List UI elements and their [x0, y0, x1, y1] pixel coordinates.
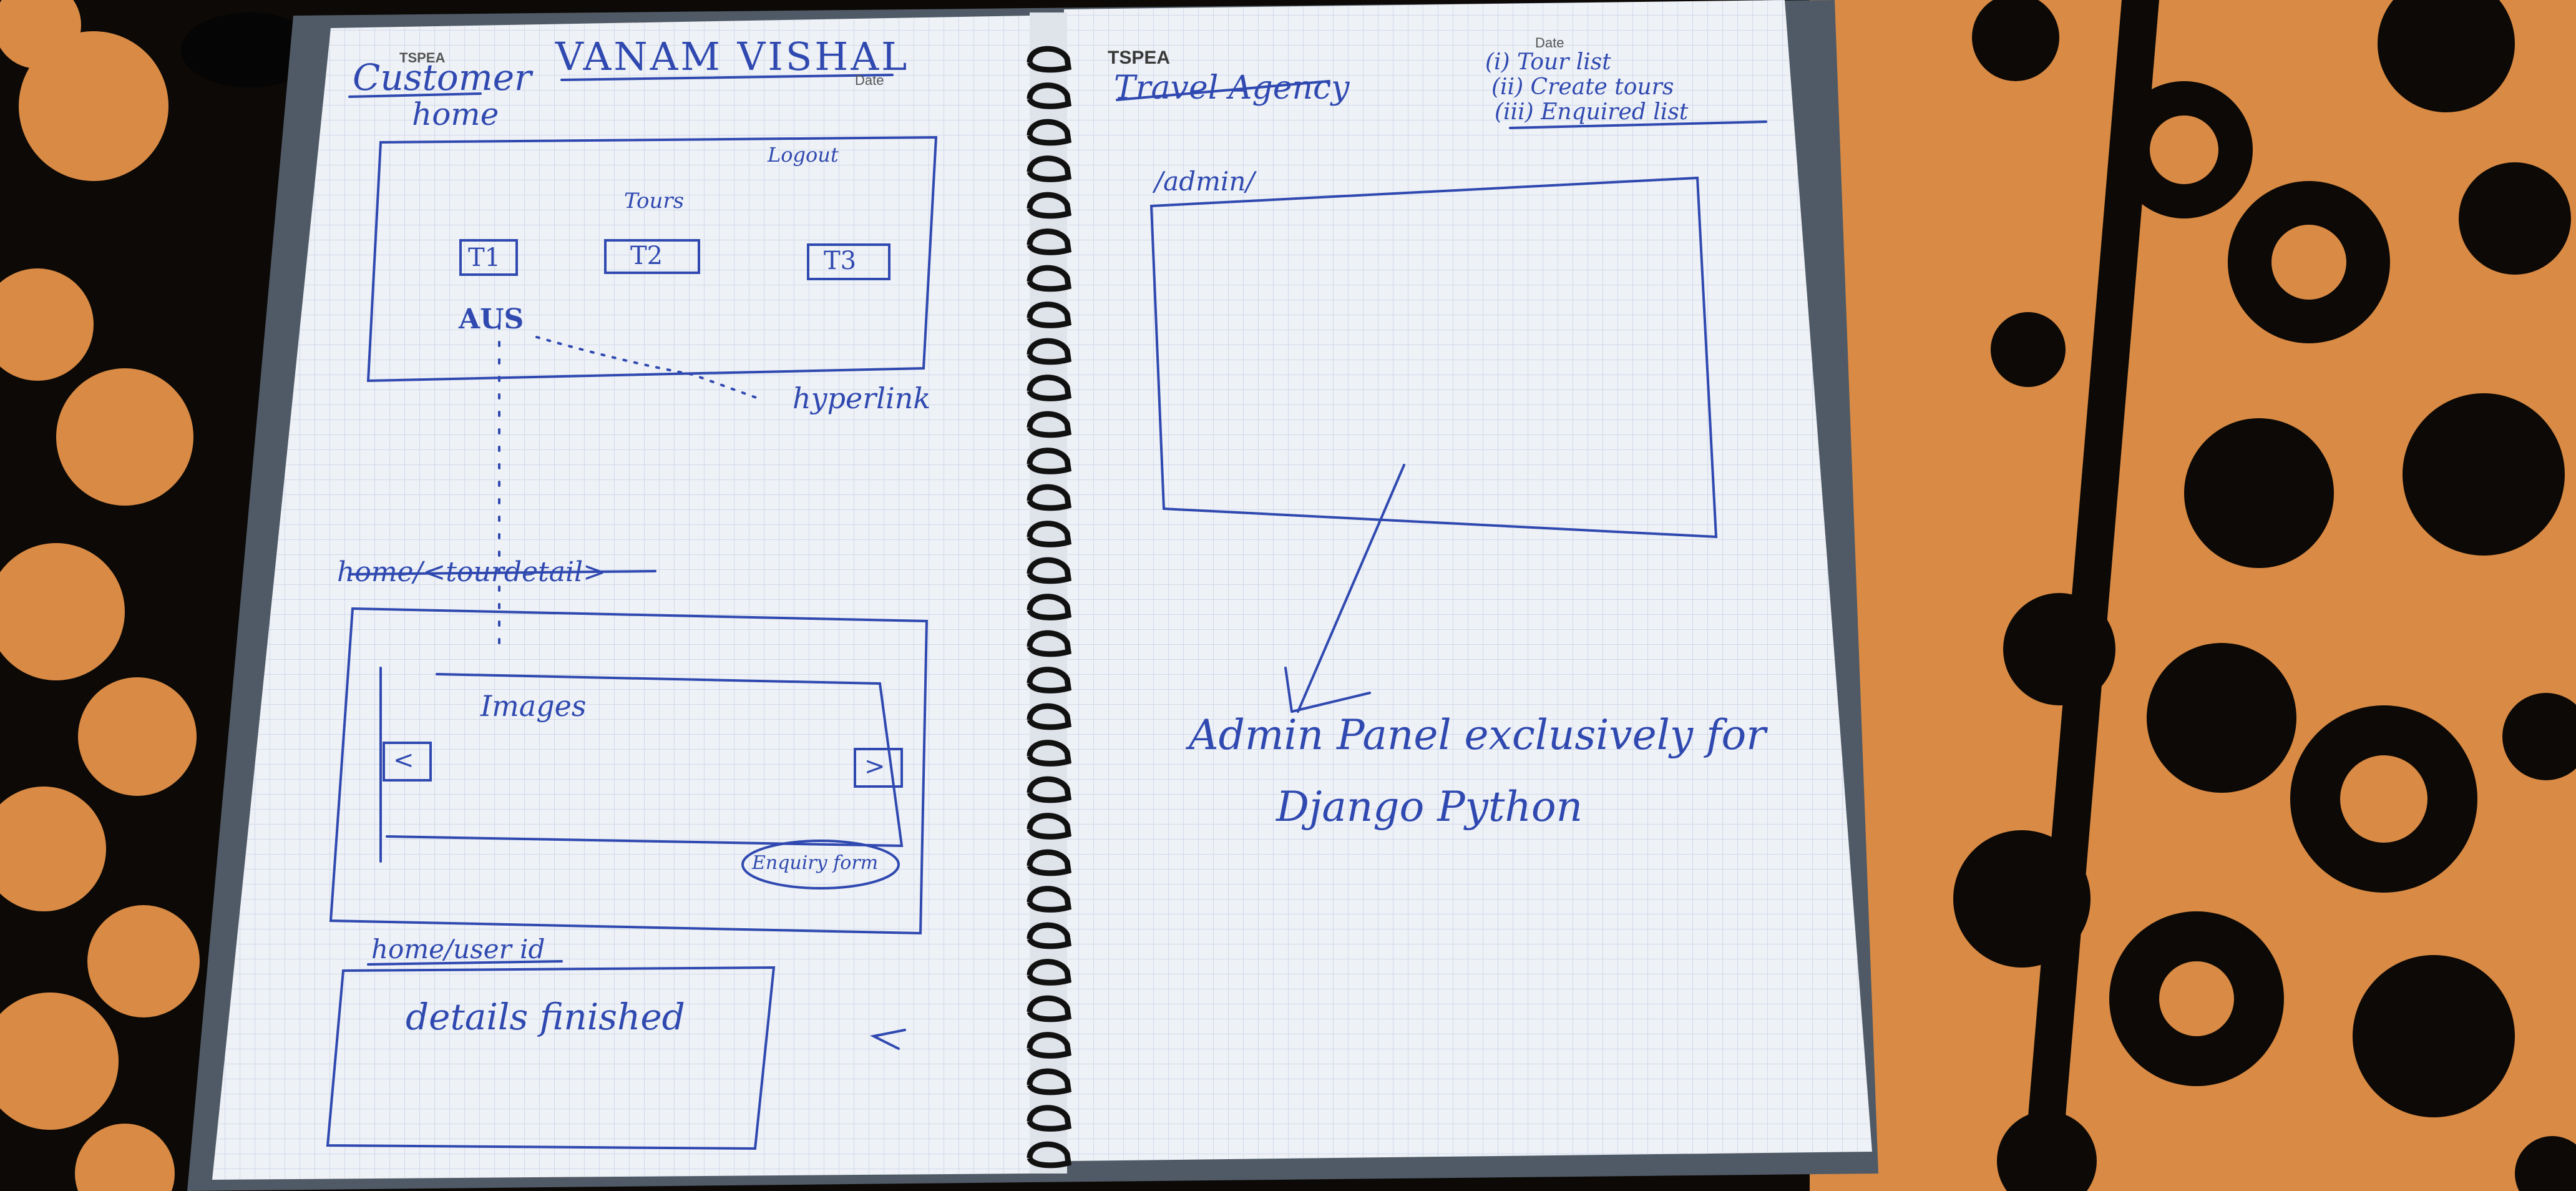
spiral-ring — [1027, 703, 1072, 730]
detail-wireframe — [329, 607, 929, 935]
spiral-ring — [1027, 82, 1072, 109]
spiral-ring — [1027, 922, 1072, 949]
binder-clip — [181, 12, 318, 87]
spiral-ring — [1027, 959, 1072, 986]
travel-agency-title: Travel Agency — [1114, 69, 1350, 107]
admin-note-line2: Django Python — [1276, 783, 1583, 831]
tour-box-2 — [604, 239, 700, 274]
home-wireframe — [366, 135, 938, 383]
spiral-ring — [1027, 1032, 1072, 1059]
user-route: home/user id — [371, 934, 545, 964]
spiral-ring — [1027, 192, 1072, 219]
tours-label: Tours — [624, 189, 685, 213]
spiral-ring — [1027, 1105, 1072, 1132]
spiral-ring — [1027, 119, 1072, 146]
prev-box — [383, 742, 432, 782]
menu-item-create-tours: (ii) Create tours — [1491, 74, 1674, 100]
tour-box-3-label: T3 — [824, 247, 857, 275]
spiral-ring — [1027, 155, 1072, 182]
menu-item-tour-list: (i) Tour list — [1485, 49, 1611, 75]
admin-route: /admin/ — [1154, 166, 1255, 197]
spiral-ring — [1027, 1068, 1072, 1095]
left-date-print: Date — [855, 72, 884, 88]
spiral-binding — [1027, 46, 1072, 1169]
next-arrow: > — [864, 752, 886, 781]
left-sketches — [326, 74, 938, 1150]
customer-heading: Customer — [353, 56, 532, 99]
spiral-ring — [1027, 557, 1072, 584]
left-header-print: TSPEA — [399, 50, 446, 66]
spiral-ring — [1027, 776, 1072, 803]
detail-route: home/<tourdetail> — [337, 556, 606, 588]
right-date-print: Date — [1535, 35, 1564, 51]
next-box — [854, 748, 903, 788]
prev-arrow: < — [393, 746, 414, 775]
admin-note-line1: Admin Panel exclusively for — [1189, 711, 1766, 759]
admin-wireframe — [1149, 176, 1718, 539]
hyperlink-note: hyperlink — [793, 381, 931, 415]
aus-label: AUS — [459, 303, 524, 335]
images-label: Images — [481, 689, 587, 723]
home-route: home — [412, 96, 499, 132]
spiral-ring — [1027, 46, 1072, 73]
spiral-ring — [1027, 265, 1072, 292]
spiral-ring — [1027, 484, 1072, 511]
author-name: VANAM VISHAL — [555, 34, 910, 79]
tour-box-3 — [807, 243, 890, 280]
spiral-ring — [1027, 338, 1072, 365]
logout-label: Logout — [768, 143, 839, 167]
spiral-ring — [1027, 740, 1072, 767]
enquiry-form-label: Enquiry form — [752, 852, 879, 874]
spiral-ring — [1027, 886, 1072, 913]
enquiry-form-ellipse — [741, 840, 900, 890]
spiral-ring — [1027, 849, 1072, 876]
tour-box-1-label: T1 — [468, 243, 501, 272]
spiral-ring — [1027, 411, 1072, 438]
spiral-ring — [1027, 301, 1072, 328]
spiral-ring — [1027, 375, 1072, 401]
right-sketches — [1116, 80, 1767, 713]
tour-box-2-label: T2 — [630, 242, 663, 270]
right-header-print: TSPEA — [1108, 47, 1171, 68]
spiral-ring — [1027, 228, 1072, 255]
user-wireframe — [326, 966, 776, 1150]
tour-box-1 — [459, 239, 518, 276]
spiral-ring — [1027, 995, 1072, 1022]
spiral-ring — [1027, 630, 1072, 657]
spiral-ring — [1027, 1141, 1072, 1169]
menu-item-enquired-list: (iii) Enquired list — [1495, 99, 1689, 125]
spiral-ring — [1027, 448, 1072, 474]
spiral-ring — [1027, 667, 1072, 694]
spiral-ring — [1027, 813, 1072, 840]
details-note: details finished — [406, 996, 685, 1038]
spiral-ring — [1027, 521, 1072, 547]
spiral-ring — [1027, 594, 1072, 620]
